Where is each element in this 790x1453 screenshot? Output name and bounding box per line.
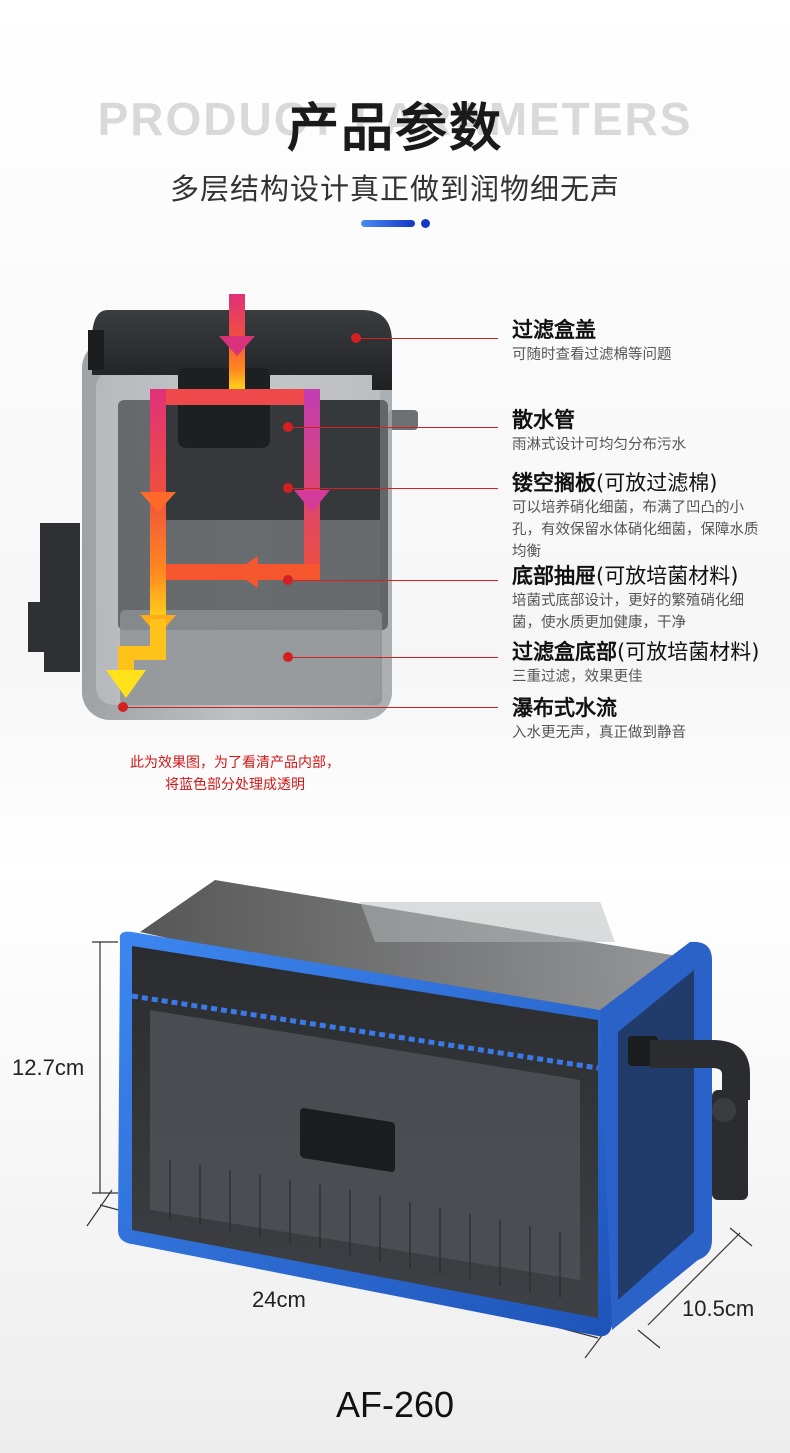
dimension-height: 12.7cm — [12, 1055, 85, 1080]
callout-waterfall: 瀑布式水流 入水更无声，真正做到静音 — [512, 692, 782, 744]
render-note: 此为效果图，为了看清产品内部， 将蓝色部分处理成透明 — [100, 752, 370, 796]
callout-title: 过滤盒底部 — [512, 640, 617, 664]
render-note-line2: 将蓝色部分处理成透明 — [165, 777, 305, 793]
callout-spray-pipe: 散水管 雨淋式设计可均匀分布污水 — [512, 404, 782, 456]
callout-drawer: 底部抽屉(可放培菌材料) 培菌式底部设计，更好的繁殖硝化细菌，使水质更加健康，干… — [512, 560, 770, 634]
callout-lid: 过滤盒盖 可随时查看过滤棉等问题 — [512, 314, 782, 366]
callout-title: 过滤盒盖 — [512, 318, 596, 342]
dimension-depth: 10.5cm — [682, 1296, 755, 1321]
callout-line-waterfall — [123, 707, 498, 708]
callout-paren: (可放过滤棉) — [596, 471, 718, 495]
callout-title: 底部抽屉 — [512, 564, 596, 588]
callout-paren: (可放培菌材料) — [596, 564, 739, 588]
model-number: AF-260 — [335, 1384, 455, 1425]
callout-line-lid — [356, 338, 498, 339]
page-title: 产品参数 — [286, 99, 503, 159]
dimension-length: 24cm — [252, 1287, 306, 1312]
callout-desc: 入水更无声，真正做到静音 — [512, 725, 686, 741]
callout-line-drawer — [288, 580, 498, 581]
callout-desc: 可以培养硝化细菌，布满了凹凸的小孔，有效保留水体硝化细菌，保障水质均衡 — [512, 500, 759, 560]
filter-cutaway-illustration — [28, 294, 418, 720]
callout-title: 散水管 — [512, 408, 575, 432]
callout-desc: 培菌式底部设计，更好的繁殖硝化细菌，使水质更加健康，干净 — [512, 593, 744, 631]
callout-bottom: 过滤盒底部(可放培菌材料) 三重过滤，效果更佳 — [512, 636, 787, 688]
page-subtitle: 多层结构设计真正做到润物细无声 — [169, 172, 620, 206]
callout-title: 镂空搁板 — [512, 471, 596, 495]
callout-shelf: 镂空搁板(可放过滤棉) 可以培养硝化细菌，布满了凹凸的小孔，有效保留水体硝化细菌… — [512, 467, 770, 563]
callout-title: 瀑布式水流 — [512, 696, 617, 720]
product-dimension-illustration — [86, 880, 753, 1359]
callout-desc: 可随时查看过滤棉等问题 — [512, 347, 672, 363]
callout-desc: 雨淋式设计可均匀分布污水 — [512, 437, 686, 453]
callout-line-spray — [288, 427, 498, 428]
callout-line-shelf — [288, 488, 498, 489]
decorative-bar — [361, 220, 415, 227]
decorative-dot — [421, 219, 430, 228]
callout-desc: 三重过滤，效果更佳 — [512, 669, 643, 685]
render-note-line1: 此为效果图，为了看清产品内部， — [130, 755, 340, 771]
header-bg-word: PRODUCT PARAMETERS — [97, 93, 693, 145]
callout-paren: (可放培菌材料) — [617, 640, 760, 664]
callout-line-bottom — [288, 657, 498, 658]
